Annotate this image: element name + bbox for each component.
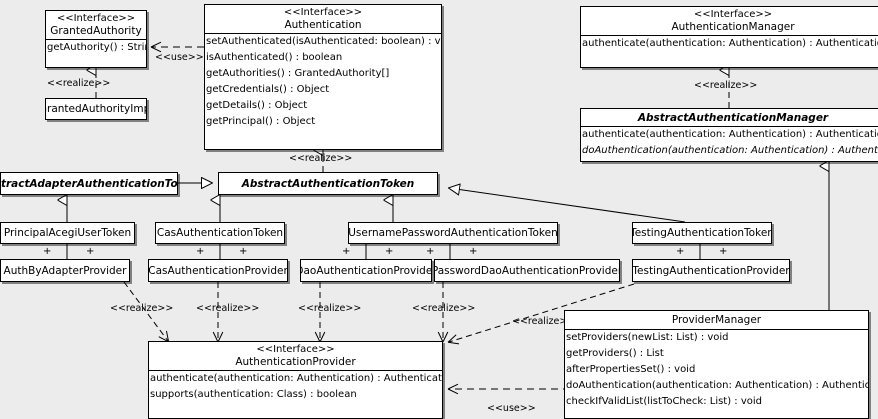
class-provider-manager[interactable]: ProviderManager setProviders(newList: Li…	[564, 310, 869, 419]
class-stereotype: <<Interface>>	[693, 9, 773, 20]
class-header: AbstractAuthenticationManager	[581, 109, 878, 126]
class-name: PasswordDaoAuthenticationProvider	[434, 264, 620, 277]
edge-label-realize-authbyadapter: <<realize>>	[110, 303, 174, 314]
operations-compartment: authenticate(authentication: Authenticat…	[581, 36, 878, 52]
class-name: UsernamePasswordAuthenticationToken	[348, 227, 558, 239]
assoc-marker: +	[719, 246, 728, 257]
operation: getAuthorities() : GrantedAuthority[]	[206, 68, 390, 80]
class-testing-authentication-token[interactable]: TestingAuthenticationToken	[632, 222, 772, 244]
edge-label-realize-abstractauthmanager: <<realize>>	[694, 80, 758, 91]
operations-compartment: setProviders(newList: List) : void getPr…	[565, 330, 868, 410]
class-name: AuthenticationManager	[671, 20, 795, 33]
class-header: <<Interface>> AuthenticationManager	[581, 7, 878, 35]
operations-compartment: authenticate(authentication: Authenticat…	[149, 371, 442, 403]
class-password-dao-authentication-provider[interactable]: PasswordDaoAuthenticationProvider	[434, 259, 620, 282]
class-name: GrantedAuthority	[50, 24, 142, 37]
assoc-marker: +	[43, 246, 52, 257]
operation: afterPropertiesSet() : void	[566, 364, 696, 376]
class-header: ProviderManager	[565, 311, 868, 329]
assoc-marker: +	[342, 246, 351, 257]
class-name: CasAuthenticationToken	[156, 227, 284, 239]
class-abstract-authentication-manager[interactable]: AbstractAuthenticationManager authentica…	[580, 108, 878, 162]
class-name: Authentication	[284, 18, 362, 31]
class-name: AbstractAuthenticationToken	[241, 177, 415, 190]
compartment-divider	[581, 35, 878, 37]
operation: doAuthentication(authentication: Authent…	[582, 145, 878, 157]
operation: isAuthenticated() : boolean	[206, 52, 343, 64]
edge-label-realize-grantedauthorityimpl: <<realize>>	[47, 78, 111, 89]
class-principal-acegi-user-token[interactable]: PrincipalAcegiUserToken	[0, 222, 135, 244]
assoc-marker: +	[469, 246, 478, 257]
operation: supports(authentication: Class) : boolea…	[150, 389, 357, 401]
operation: getProviders() : List	[566, 348, 664, 360]
class-name: DaoAuthenticationProvider	[300, 264, 432, 277]
class-cas-authentication-token[interactable]: CasAuthenticationToken	[155, 222, 285, 244]
operation: authenticate(authentication: Authenticat…	[582, 38, 878, 50]
class-header: <<Interface>> Authentication	[205, 5, 441, 33]
operation: getAuthority() : String	[47, 42, 147, 54]
class-name: PrincipalAcegiUserToken	[3, 227, 132, 239]
operation: getCredentials() : Object	[206, 84, 330, 96]
operation: setAuthenticated(isAuthenticated: boolea…	[206, 36, 442, 48]
class-abstract-authentication-token[interactable]: AbstractAuthenticationToken	[218, 172, 438, 195]
class-granted-authority-impl[interactable]: GrantedAuthorityImpl	[45, 98, 147, 120]
class-cas-authentication-provider[interactable]: CasAuthenticationProvider	[148, 259, 288, 282]
class-authentication-provider[interactable]: <<Interface>> AuthenticationProvider aut…	[148, 341, 443, 419]
operation: authenticate(authentication: Authenticat…	[582, 129, 878, 141]
class-stereotype: <<Interface>>	[56, 13, 136, 24]
edge-label-use-providermanager: <<use>>	[487, 403, 536, 414]
compartment-divider	[149, 370, 442, 372]
operation: getPrincipal() : Object	[206, 116, 316, 128]
class-testing-authentication-provider[interactable]: TestingAuthenticationProvider	[632, 259, 790, 282]
operations-compartment: setAuthenticated(isAuthenticated: boolea…	[205, 34, 441, 130]
operations-compartment: getAuthority() : String	[46, 40, 146, 56]
assoc-marker: +	[385, 246, 394, 257]
compartment-divider	[565, 329, 868, 331]
class-header: <<Interface>> AuthenticationProvider	[149, 342, 442, 370]
class-name: AuthByAdapterProvider	[3, 264, 127, 277]
class-name: GrantedAuthorityImpl	[46, 103, 146, 115]
edge-label-realize-passworddaoprovider: <<realize>>	[412, 303, 476, 314]
compartment-divider	[205, 33, 441, 35]
class-username-password-authentication-token[interactable]: UsernamePasswordAuthenticationToken	[348, 222, 558, 244]
class-name: AbstractAuthenticationManager	[637, 112, 829, 124]
class-header: <<Interface>> GrantedAuthority	[46, 11, 146, 39]
class-granted-authority[interactable]: <<Interface>> GrantedAuthority getAuthor…	[45, 10, 147, 68]
class-stereotype: <<Interface>>	[256, 344, 335, 355]
class-name: AbstractAdapterAuthenticationToken	[0, 177, 178, 190]
class-name: CasAuthenticationProvider	[148, 264, 288, 277]
class-stereotype: <<Interface>>	[283, 7, 363, 18]
operation: authenticate(authentication: Authenticat…	[150, 373, 443, 385]
class-name: ProviderManager	[671, 314, 762, 326]
compartment-divider	[46, 39, 146, 41]
class-name: TestingAuthenticationToken	[632, 227, 772, 239]
class-abstract-adapter-authentication-token[interactable]: AbstractAdapterAuthenticationToken	[0, 172, 178, 195]
operation: doAuthentication(authentication: Authent…	[566, 380, 869, 392]
edge-label-use-grantedauthority: <<use>>	[155, 52, 204, 63]
assoc-marker: +	[196, 246, 205, 257]
class-authentication-manager[interactable]: <<Interface>> AuthenticationManager auth…	[580, 6, 878, 68]
class-authentication[interactable]: <<Interface>> Authentication setAuthenti…	[204, 4, 442, 150]
edge-label-realize-casprovider: <<realize>>	[196, 303, 260, 314]
edge-label-realize-testingprovider: <<realize>>	[512, 316, 576, 327]
edge-label-realize-daoprovider: <<realize>>	[298, 303, 362, 314]
operation: checkIfValidList(listToCheck: List) : vo…	[566, 396, 763, 408]
edge-label-realize-abstractauthtoken: <<realize>>	[289, 153, 353, 164]
assoc-marker: +	[86, 246, 95, 257]
class-name: AuthenticationProvider	[235, 355, 356, 368]
assoc-marker: +	[426, 246, 435, 257]
edge-testingauthenticationtoken-extends-abstractauthenticationtoken	[449, 188, 686, 223]
operation: getDetails() : Object	[206, 100, 308, 112]
operations-compartment: authenticate(authentication: Authenticat…	[581, 127, 878, 159]
class-name: TestingAuthenticationProvider	[632, 264, 790, 277]
operation: setProviders(newList: List) : void	[566, 332, 729, 344]
class-dao-authentication-provider[interactable]: DaoAuthenticationProvider	[300, 259, 432, 282]
assoc-marker: +	[239, 246, 248, 257]
compartment-divider	[581, 126, 878, 128]
class-auth-by-adapter-provider[interactable]: AuthByAdapterProvider	[0, 259, 130, 282]
assoc-marker: +	[676, 246, 685, 257]
